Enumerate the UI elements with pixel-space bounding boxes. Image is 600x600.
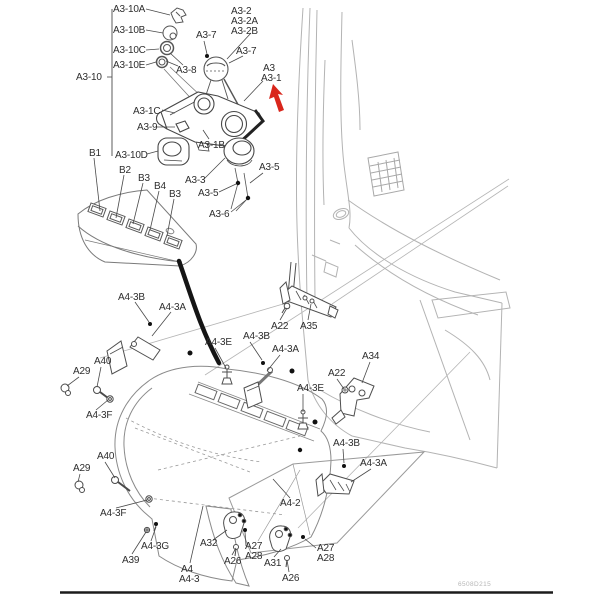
bracket-a4-3a-mid <box>243 367 274 409</box>
screw-a22-1 <box>281 302 291 314</box>
fasteners <box>60 302 349 568</box>
bolt-a26-1 <box>233 544 239 557</box>
washer-a4-3f-2 <box>145 495 153 503</box>
drawing-code: 6508D215 <box>458 581 492 588</box>
clip-a4-3e-1 <box>221 364 233 385</box>
switch-panel <box>77 189 197 267</box>
screw-dots <box>148 54 346 539</box>
pillar-oval <box>332 207 350 221</box>
panel-buttons <box>87 202 183 250</box>
bracket-a4-3a-right <box>315 472 355 497</box>
console-assembly <box>156 91 265 212</box>
clip-a3-9 <box>175 120 190 133</box>
cab-frame-lineart <box>295 7 511 469</box>
speaker-grille <box>367 151 405 197</box>
clip-a29-2 <box>74 480 85 493</box>
bracket-a35 <box>279 261 339 319</box>
bolt-a40-2 <box>111 476 131 492</box>
clip-a4-3e-2 <box>297 409 309 430</box>
hinge-a32 <box>223 511 247 539</box>
gauge-part <box>203 56 242 111</box>
leader-lines <box>66 8 372 573</box>
hinge-a31 <box>269 525 293 552</box>
bracket-a4-3a-left <box>106 336 161 375</box>
panel-slots <box>194 383 309 437</box>
brackets <box>106 261 375 497</box>
screw-a4-3g <box>153 525 157 532</box>
hinges <box>223 511 293 552</box>
flat-panel-a4-2 <box>228 451 426 554</box>
bracket-a34 <box>331 377 375 425</box>
door-panel <box>114 365 426 587</box>
black-arc <box>176 258 222 366</box>
clip-a29-1 <box>60 383 71 396</box>
key-part <box>170 7 187 24</box>
red-callout-arrow <box>269 84 284 112</box>
nut-a39 <box>143 526 151 534</box>
long-leader-lines <box>99 178 510 529</box>
washer-a4-3f-1 <box>106 395 114 403</box>
screw-a22-2 <box>341 386 349 394</box>
